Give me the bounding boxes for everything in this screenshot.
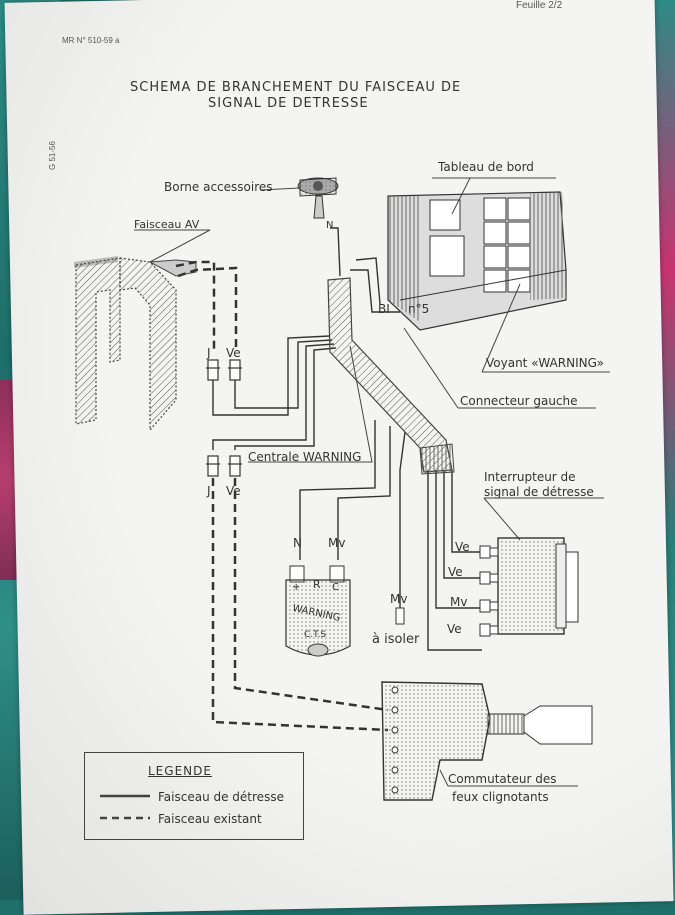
turn-signal-switch bbox=[381, 681, 593, 801]
connector-jve-bottom bbox=[206, 455, 242, 477]
main-harness bbox=[327, 277, 455, 475]
connector-jve-top bbox=[206, 359, 242, 381]
label-tableau-de-bord: Tableau de bord bbox=[438, 160, 534, 174]
label-pin-ve-2: Ve bbox=[448, 565, 463, 579]
existing-wires-top bbox=[175, 260, 238, 352]
label-mv-unit: Mv bbox=[328, 536, 346, 550]
side-code: G 51-56 bbox=[48, 141, 57, 170]
label-pin-ve-4: Ve bbox=[447, 622, 462, 636]
label-r: R bbox=[313, 578, 321, 591]
legend-title: LEGENDE bbox=[148, 764, 212, 778]
diagram-title-line2: SIGNAL DE DETRESSE bbox=[208, 96, 369, 111]
label-ve-bottom: Ve bbox=[226, 484, 241, 498]
label-faisceau-av: Faisceau AV bbox=[134, 218, 200, 231]
label-n-borne: N bbox=[326, 220, 334, 231]
legend-dashed-label: Faisceau existant bbox=[158, 812, 262, 826]
label-c: C bbox=[332, 582, 339, 593]
label-j-bottom: J bbox=[207, 484, 211, 498]
label-j-top: J bbox=[207, 346, 211, 360]
legend-box bbox=[84, 752, 304, 840]
legend-samples bbox=[100, 794, 150, 820]
label-plus: + bbox=[292, 582, 301, 593]
isolate-connector bbox=[395, 607, 405, 625]
sheet-number: Feuille 2/2 bbox=[516, 0, 563, 11]
label-n5: n°5 bbox=[408, 302, 430, 316]
label-interrupteur-1: Interrupteur de bbox=[484, 470, 576, 484]
label-ve-top: Ve bbox=[226, 346, 241, 360]
label-pin-mv: Mv bbox=[450, 595, 468, 609]
faisceau-av-harness bbox=[74, 256, 197, 432]
label-bi: BI bbox=[378, 302, 390, 316]
label-commutateur-2: feux clignotants bbox=[452, 790, 549, 804]
leader-lines bbox=[134, 177, 610, 787]
label-pin-ve-1: Ve bbox=[455, 540, 470, 554]
label-interrupteur-2: signal de détresse bbox=[484, 485, 594, 499]
label-centrale-warning: Centrale WARNING bbox=[248, 450, 362, 464]
distress-wires bbox=[212, 227, 482, 651]
hazard-switch bbox=[479, 537, 579, 637]
diagram-title-line1: SCHEMA DE BRANCHEMENT DU FAISCEAU DE bbox=[130, 80, 462, 95]
dashboard-panel bbox=[387, 191, 567, 331]
reference-number: MR N° 510-59 a bbox=[62, 36, 120, 45]
existing-wires-bottom bbox=[211, 478, 389, 732]
label-mv-isoler: Mv bbox=[390, 592, 408, 606]
warning-flasher-unit bbox=[285, 565, 351, 657]
label-cts: C.T.S bbox=[304, 630, 327, 640]
label-borne-accessoires: Borne accessoires bbox=[164, 180, 273, 194]
label-a-isoler: à isoler bbox=[372, 632, 420, 647]
legend-solid-label: Faisceau de détresse bbox=[158, 790, 284, 804]
borne-accessoires-terminal bbox=[297, 177, 339, 219]
label-n-unit: N bbox=[293, 536, 302, 550]
label-connecteur-gauche: Connecteur gauche bbox=[460, 394, 578, 408]
label-voyant-warning: Voyant «WARNING» bbox=[486, 356, 605, 370]
label-commutateur-1: Commutateur des bbox=[448, 772, 557, 786]
